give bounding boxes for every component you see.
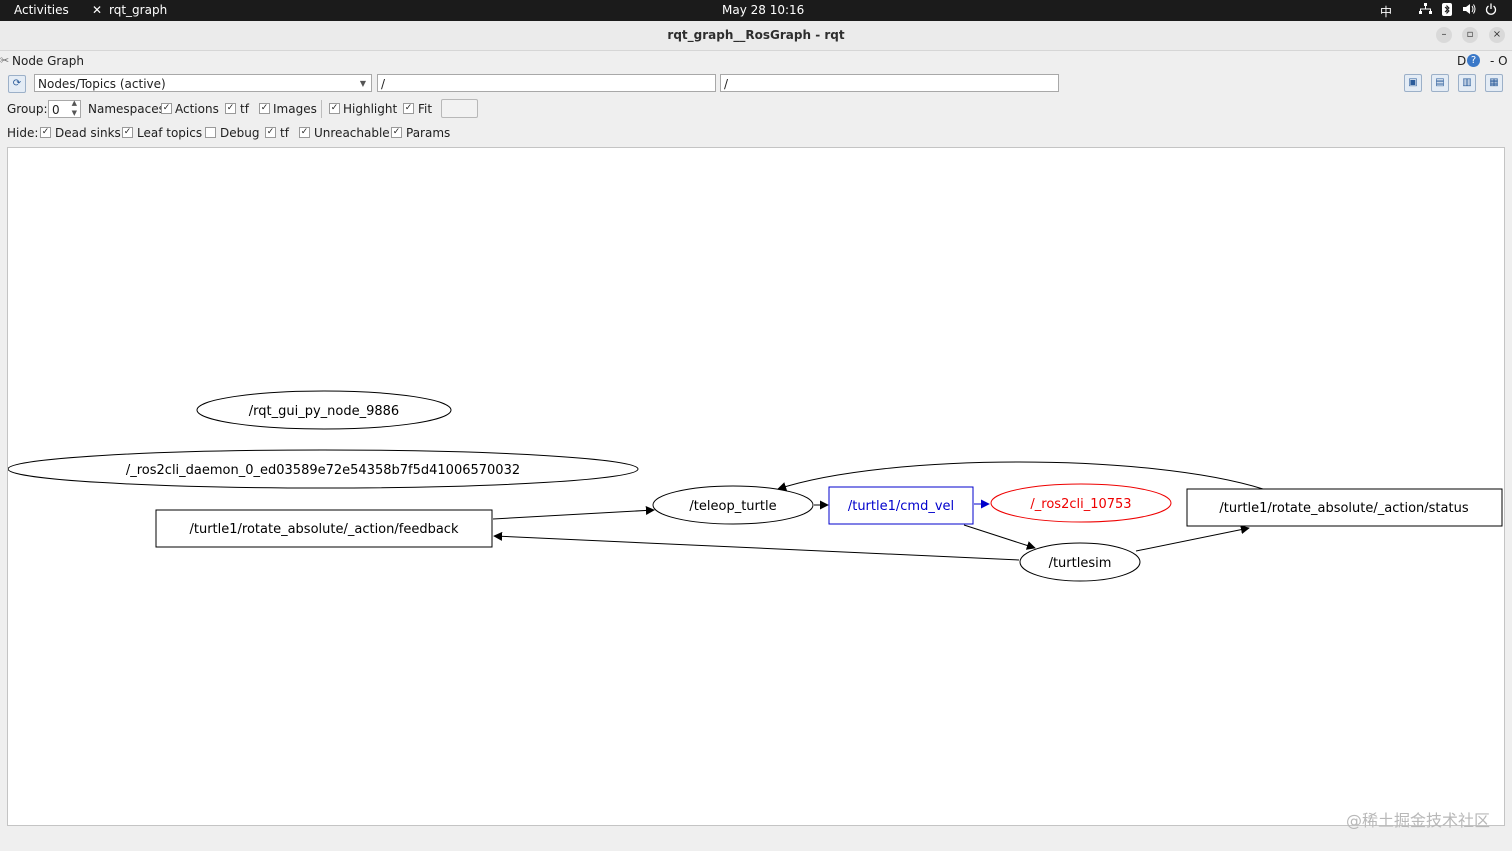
fit-label: Fit: [418, 102, 433, 116]
fit-checkbox[interactable]: ✓: [403, 103, 414, 114]
graph-topic-cmd-vel[interactable]: /turtle1/cmd_vel: [828, 486, 974, 525]
options-separator: [321, 100, 322, 118]
params-checkbox[interactable]: ✓: [391, 127, 402, 138]
fit-in-view-button[interactable]: [441, 99, 478, 118]
help-icon[interactable]: ?: [1467, 54, 1480, 67]
activities-button[interactable]: Activities: [14, 3, 69, 17]
edge-feedback-to-teleop: [492, 505, 655, 520]
close-button[interactable]: ×: [1489, 27, 1505, 43]
graph-node-ros2cli[interactable]: /_ros2cli_10753: [990, 483, 1172, 523]
graph-node-label: /_ros2cli_10753: [1030, 497, 1131, 512]
graph-topic-label: /turtle1/rotate_absolute/_action/status: [1219, 501, 1468, 516]
namespaces-checkbox[interactable]: ✓: [161, 103, 172, 114]
network-icon[interactable]: [1419, 3, 1432, 18]
graph-node-label: /_ros2cli_daemon_0_ed03589e72e54358b7f5d…: [126, 463, 520, 478]
actions-label: Actions: [175, 102, 219, 116]
group-spinbox[interactable]: 0 ▲▼: [48, 99, 81, 118]
topic-filter-input[interactable]: /: [720, 74, 1059, 92]
graph-canvas[interactable]: /rqt_gui_py_node_9886 /_ros2cli_daemon_0…: [7, 147, 1505, 826]
graph-topic-label: /turtle1/rotate_absolute/_action/feedbac…: [190, 522, 459, 537]
save-dot-icon[interactable]: ▣: [1404, 74, 1422, 92]
graph-type-value: Nodes/Topics (active): [38, 77, 166, 91]
params-label: Params: [406, 126, 451, 140]
edge-cmd-vel-to-turtlesim: [963, 524, 1036, 550]
minimize-button[interactable]: –: [1436, 27, 1452, 43]
graph-node-rqt-gui[interactable]: /rqt_gui_py_node_9886: [196, 390, 452, 430]
group-value: 0: [52, 103, 60, 117]
namespaces-label: Namespaces: [88, 102, 165, 116]
plugin-title: Node Graph: [12, 54, 84, 68]
unreachable-checkbox[interactable]: ✓: [299, 127, 310, 138]
dead-sinks-label: Dead sinks: [55, 126, 121, 140]
graph-node-label: /teleop_turtle: [689, 499, 776, 514]
fit-view-icon[interactable]: ▦: [1485, 74, 1503, 92]
app-menu-button[interactable]: rqt_graph: [109, 3, 168, 17]
app-menu-icon: ✕: [92, 3, 103, 17]
images-label: Images: [273, 102, 317, 116]
graph-node-turtlesim[interactable]: /turtlesim: [1019, 542, 1141, 582]
window-title: rqt_graph__RosGraph - rqt: [667, 28, 845, 42]
group-label: Group:: [7, 102, 48, 116]
debug-label: Debug: [220, 126, 260, 140]
unreachable-label: Unreachable: [314, 126, 390, 140]
power-icon[interactable]: [1485, 3, 1497, 18]
watermark: @稀土掘金技术社区: [1345, 811, 1490, 830]
graph-node-label: /rqt_gui_py_node_9886: [249, 404, 399, 419]
actions-checkbox[interactable]: ✓: [225, 103, 236, 114]
graph-node-label: /turtlesim: [1049, 556, 1112, 571]
hide-tf-checkbox[interactable]: ✓: [265, 127, 276, 138]
plugin-icon: ✂: [0, 54, 10, 67]
edge-status-to-teleop: [777, 461, 1264, 491]
volume-icon[interactable]: [1463, 3, 1476, 18]
save-image-icon[interactable]: ▥: [1458, 74, 1476, 92]
graph-node-teleop-turtle[interactable]: /teleop_turtle: [652, 485, 814, 525]
graph-topic-status[interactable]: /turtle1/rotate_absolute/_action/status: [1186, 488, 1503, 527]
edge-turtlesim-to-feedback: [493, 531, 1020, 561]
images-checkbox[interactable]: ✓: [259, 103, 270, 114]
dead-sinks-checkbox[interactable]: ✓: [40, 127, 51, 138]
node-filter-input[interactable]: /: [377, 74, 716, 92]
bluetooth-icon[interactable]: [1442, 3, 1452, 19]
hide-label: Hide:: [7, 126, 39, 140]
graph-topic-label: /turtle1/cmd_vel: [848, 499, 954, 514]
maximize-button[interactable]: ▫: [1462, 27, 1478, 43]
leaf-topics-label: Leaf topics: [137, 126, 203, 140]
save-svg-icon[interactable]: ▤: [1431, 74, 1449, 92]
debug-checkbox[interactable]: [205, 127, 216, 138]
clock[interactable]: May 28 10:16: [722, 3, 805, 17]
plugin-window-controls[interactable]: - O: [1490, 54, 1508, 68]
window-titlebar: rqt_graph__RosGraph - rqt – ▫ ×: [0, 21, 1512, 51]
highlight-label: Highlight: [343, 102, 398, 116]
tf-label: tf: [240, 102, 249, 116]
graph-type-select[interactable]: Nodes/Topics (active) ▼: [34, 74, 372, 92]
spin-arrows-icon[interactable]: ▲▼: [71, 99, 77, 117]
input-method-indicator[interactable]: 中: [1380, 5, 1393, 19]
chevron-down-icon: ▼: [359, 79, 366, 88]
graph-node-ros2cli-daemon[interactable]: /_ros2cli_daemon_0_ed03589e72e54358b7f5d…: [8, 449, 639, 489]
graph-topic-feedback[interactable]: /turtle1/rotate_absolute/_action/feedbac…: [155, 509, 493, 548]
ros-graph[interactable]: /rqt_gui_py_node_9886 /_ros2cli_daemon_0…: [8, 148, 1506, 827]
refresh-icon[interactable]: ⟳: [8, 75, 26, 93]
hide-tf-label: tf: [280, 126, 289, 140]
highlight-checkbox[interactable]: ✓: [329, 103, 340, 114]
leaf-topics-checkbox[interactable]: ✓: [122, 127, 133, 138]
system-top-bar: Activities ✕ rqt_graph May 28 10:16 中: [0, 0, 1512, 21]
plugin-dock-marker[interactable]: D: [1457, 54, 1467, 68]
edge-turtlesim-to-status: [1135, 525, 1250, 552]
